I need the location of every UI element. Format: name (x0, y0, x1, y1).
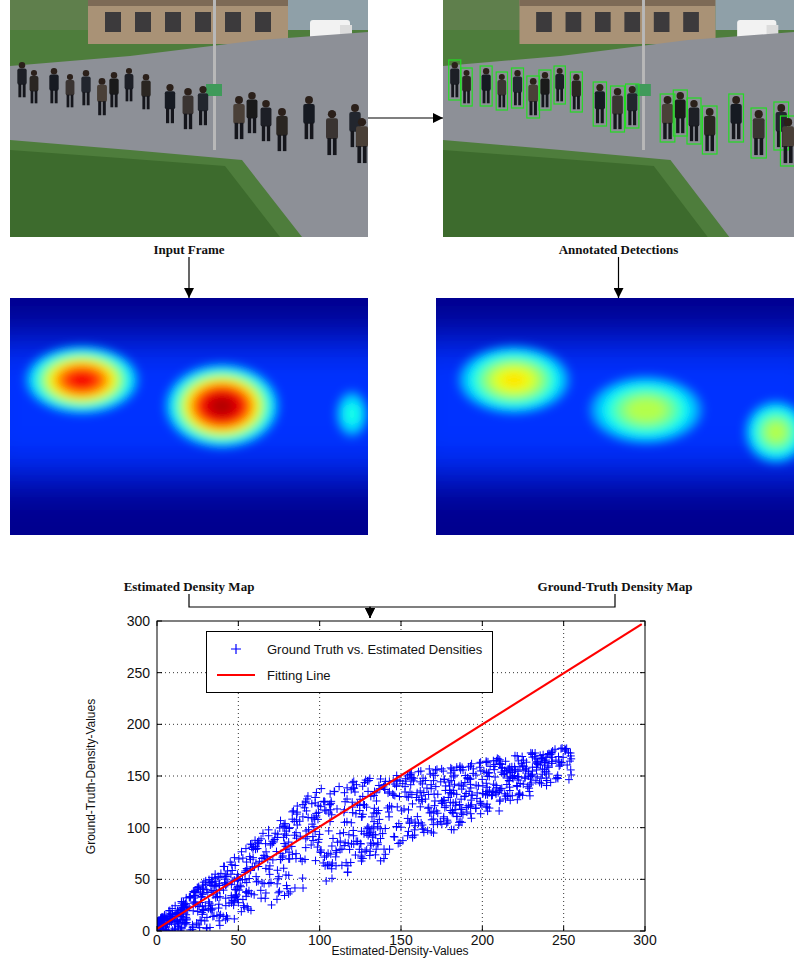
grid-line (563, 621, 564, 931)
grid-line (157, 879, 645, 880)
image-panel: Annotated Detections (443, 0, 794, 257)
tick-label: 150 (127, 769, 150, 783)
legend-row: Fitting Line (215, 662, 482, 688)
ground-truth-density-heatmap (396, 298, 794, 535)
flow-arrow (368, 117, 443, 118)
tick-label: 200 (127, 717, 150, 731)
legend-row: Ground Truth vs. Estimated Densities (215, 636, 482, 662)
image-area (436, 298, 794, 535)
legend-sample (215, 668, 257, 682)
estimated-density-heatmap (0, 298, 410, 535)
tick-label: 200 (471, 933, 494, 947)
flow-arrow (618, 257, 619, 298)
scatter-plot (153, 621, 645, 935)
tick-label: 0 (142, 924, 150, 938)
flow-arrow (188, 257, 189, 298)
tick-label: 100 (308, 933, 331, 947)
grid-line (157, 724, 645, 725)
tick-label: 250 (127, 666, 150, 680)
panel-caption: Input Frame (10, 242, 368, 257)
input-frame-photo (10, 0, 368, 237)
image-panel: Ground-Truth Density Map (436, 298, 794, 594)
fitting-line (157, 624, 642, 929)
plot-frame (157, 621, 645, 931)
panel-caption: Ground-Truth Density Map (436, 579, 794, 594)
tick-label: 300 (633, 933, 656, 947)
flow-arrow (370, 594, 615, 618)
image-panel: Input Frame (10, 0, 368, 257)
flow-arrow (189, 594, 370, 618)
legend-text: Fitting Line (267, 668, 331, 683)
tick-label: 50 (134, 872, 150, 886)
panel-caption: Estimated Density Map (10, 579, 368, 594)
image-area (443, 0, 794, 237)
tick-label: 150 (389, 933, 412, 947)
tick-label: 100 (127, 821, 150, 835)
scatter-points (157, 744, 575, 931)
y-axis-title: Ground-Truth-Density-Values (86, 698, 99, 853)
annotated-photo (443, 0, 794, 237)
tick-label: 50 (231, 933, 247, 947)
chart-legend: Ground Truth vs. Estimated DensitiesFitt… (206, 631, 493, 693)
image-area (10, 0, 368, 237)
legend-text: Ground Truth vs. Estimated Densities (267, 642, 482, 657)
tick-label: 0 (153, 933, 161, 947)
image-panel: Estimated Density Map (10, 298, 368, 594)
legend-sample (215, 642, 257, 656)
image-area (10, 298, 368, 535)
tick-label: 300 (127, 614, 150, 628)
tick-label: 250 (552, 933, 575, 947)
panel-caption: Annotated Detections (443, 242, 794, 257)
